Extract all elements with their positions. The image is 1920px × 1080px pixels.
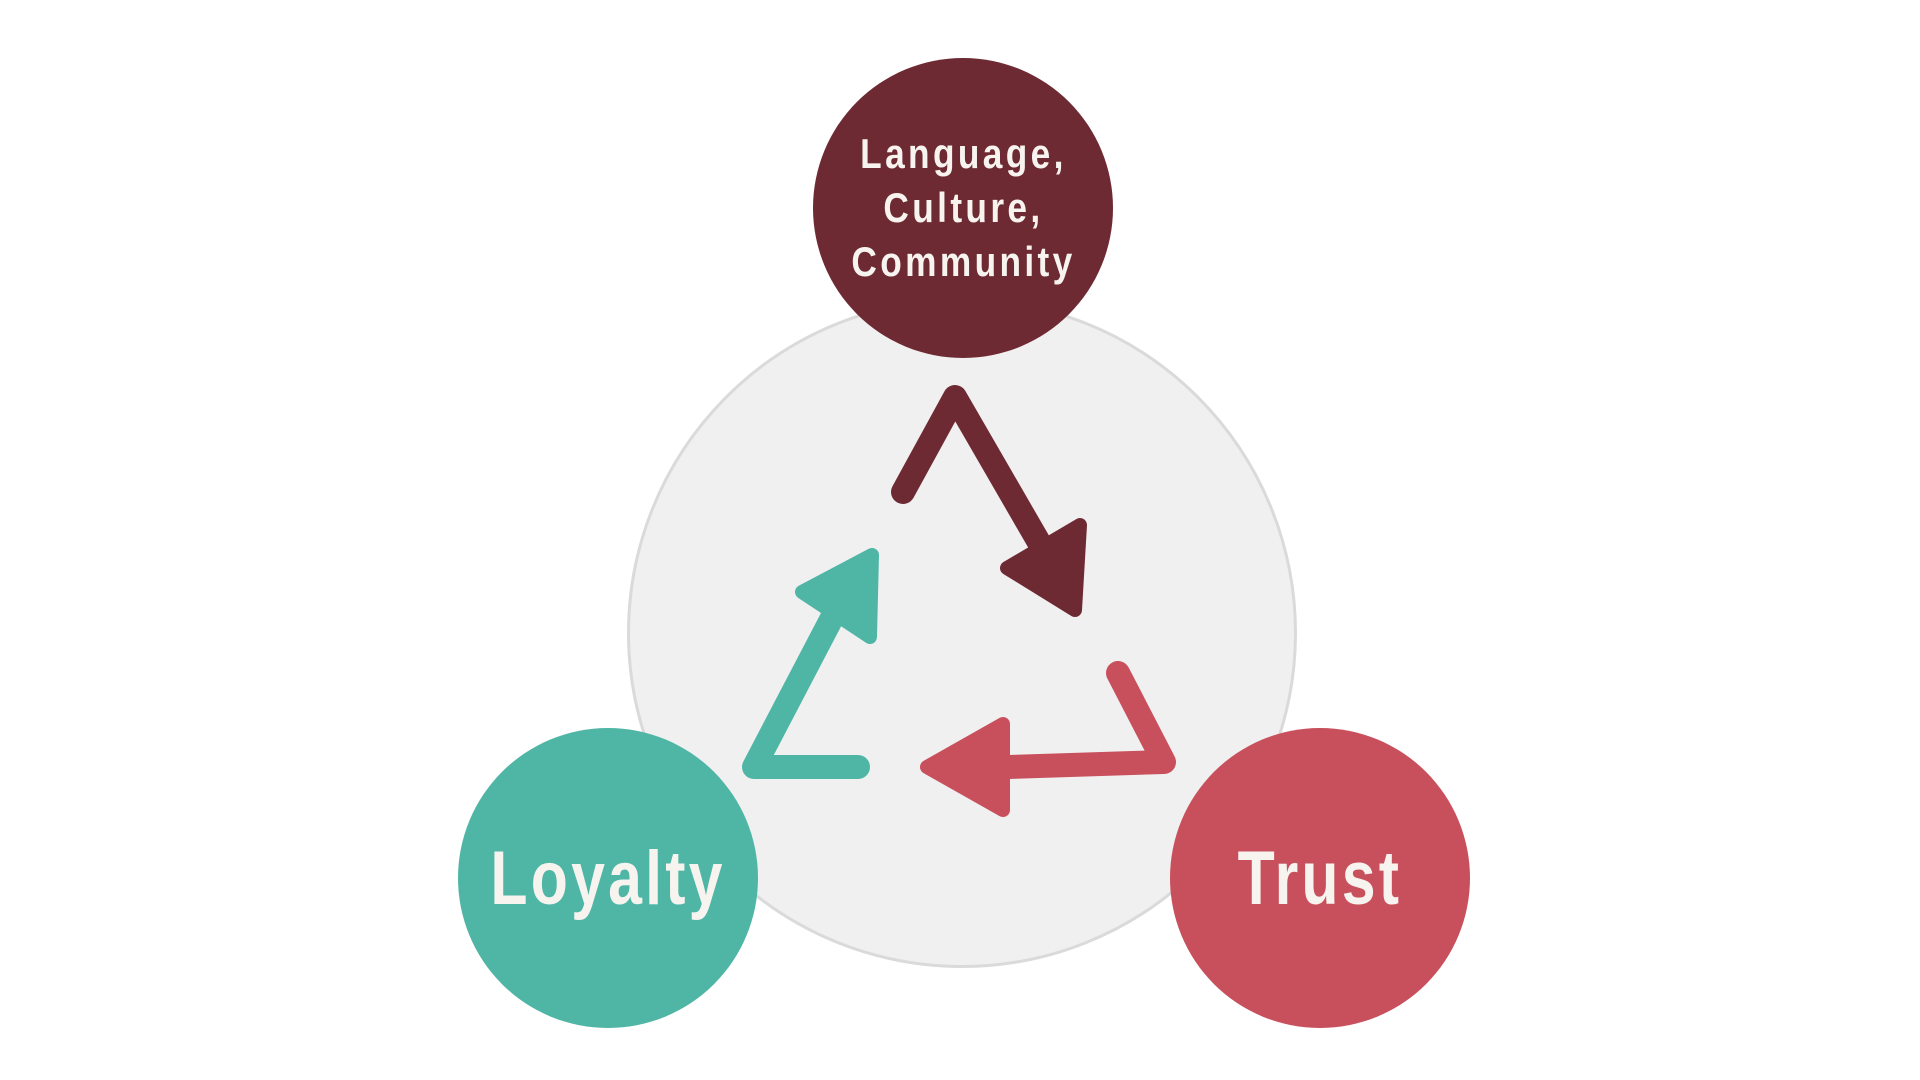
node-label-line: Community [850, 238, 1076, 285]
node-language-culture-community: Language, Culture, Community [813, 58, 1113, 358]
arrow-trust-to-loyalty-icon [920, 661, 1176, 817]
node-trust: Trust [1170, 728, 1470, 1028]
node-label-line: Culture, [882, 184, 1044, 231]
node-loyalty: Loyalty [458, 728, 758, 1028]
node-label-line: Language, [859, 130, 1067, 177]
node-label: Trust [1237, 835, 1403, 921]
arrow-top-to-trust-icon [891, 385, 1087, 617]
node-label: Loyalty [490, 835, 726, 921]
arrow-loyalty-to-top-icon [742, 548, 879, 779]
node-label: Language, Culture, Community [851, 127, 1075, 289]
